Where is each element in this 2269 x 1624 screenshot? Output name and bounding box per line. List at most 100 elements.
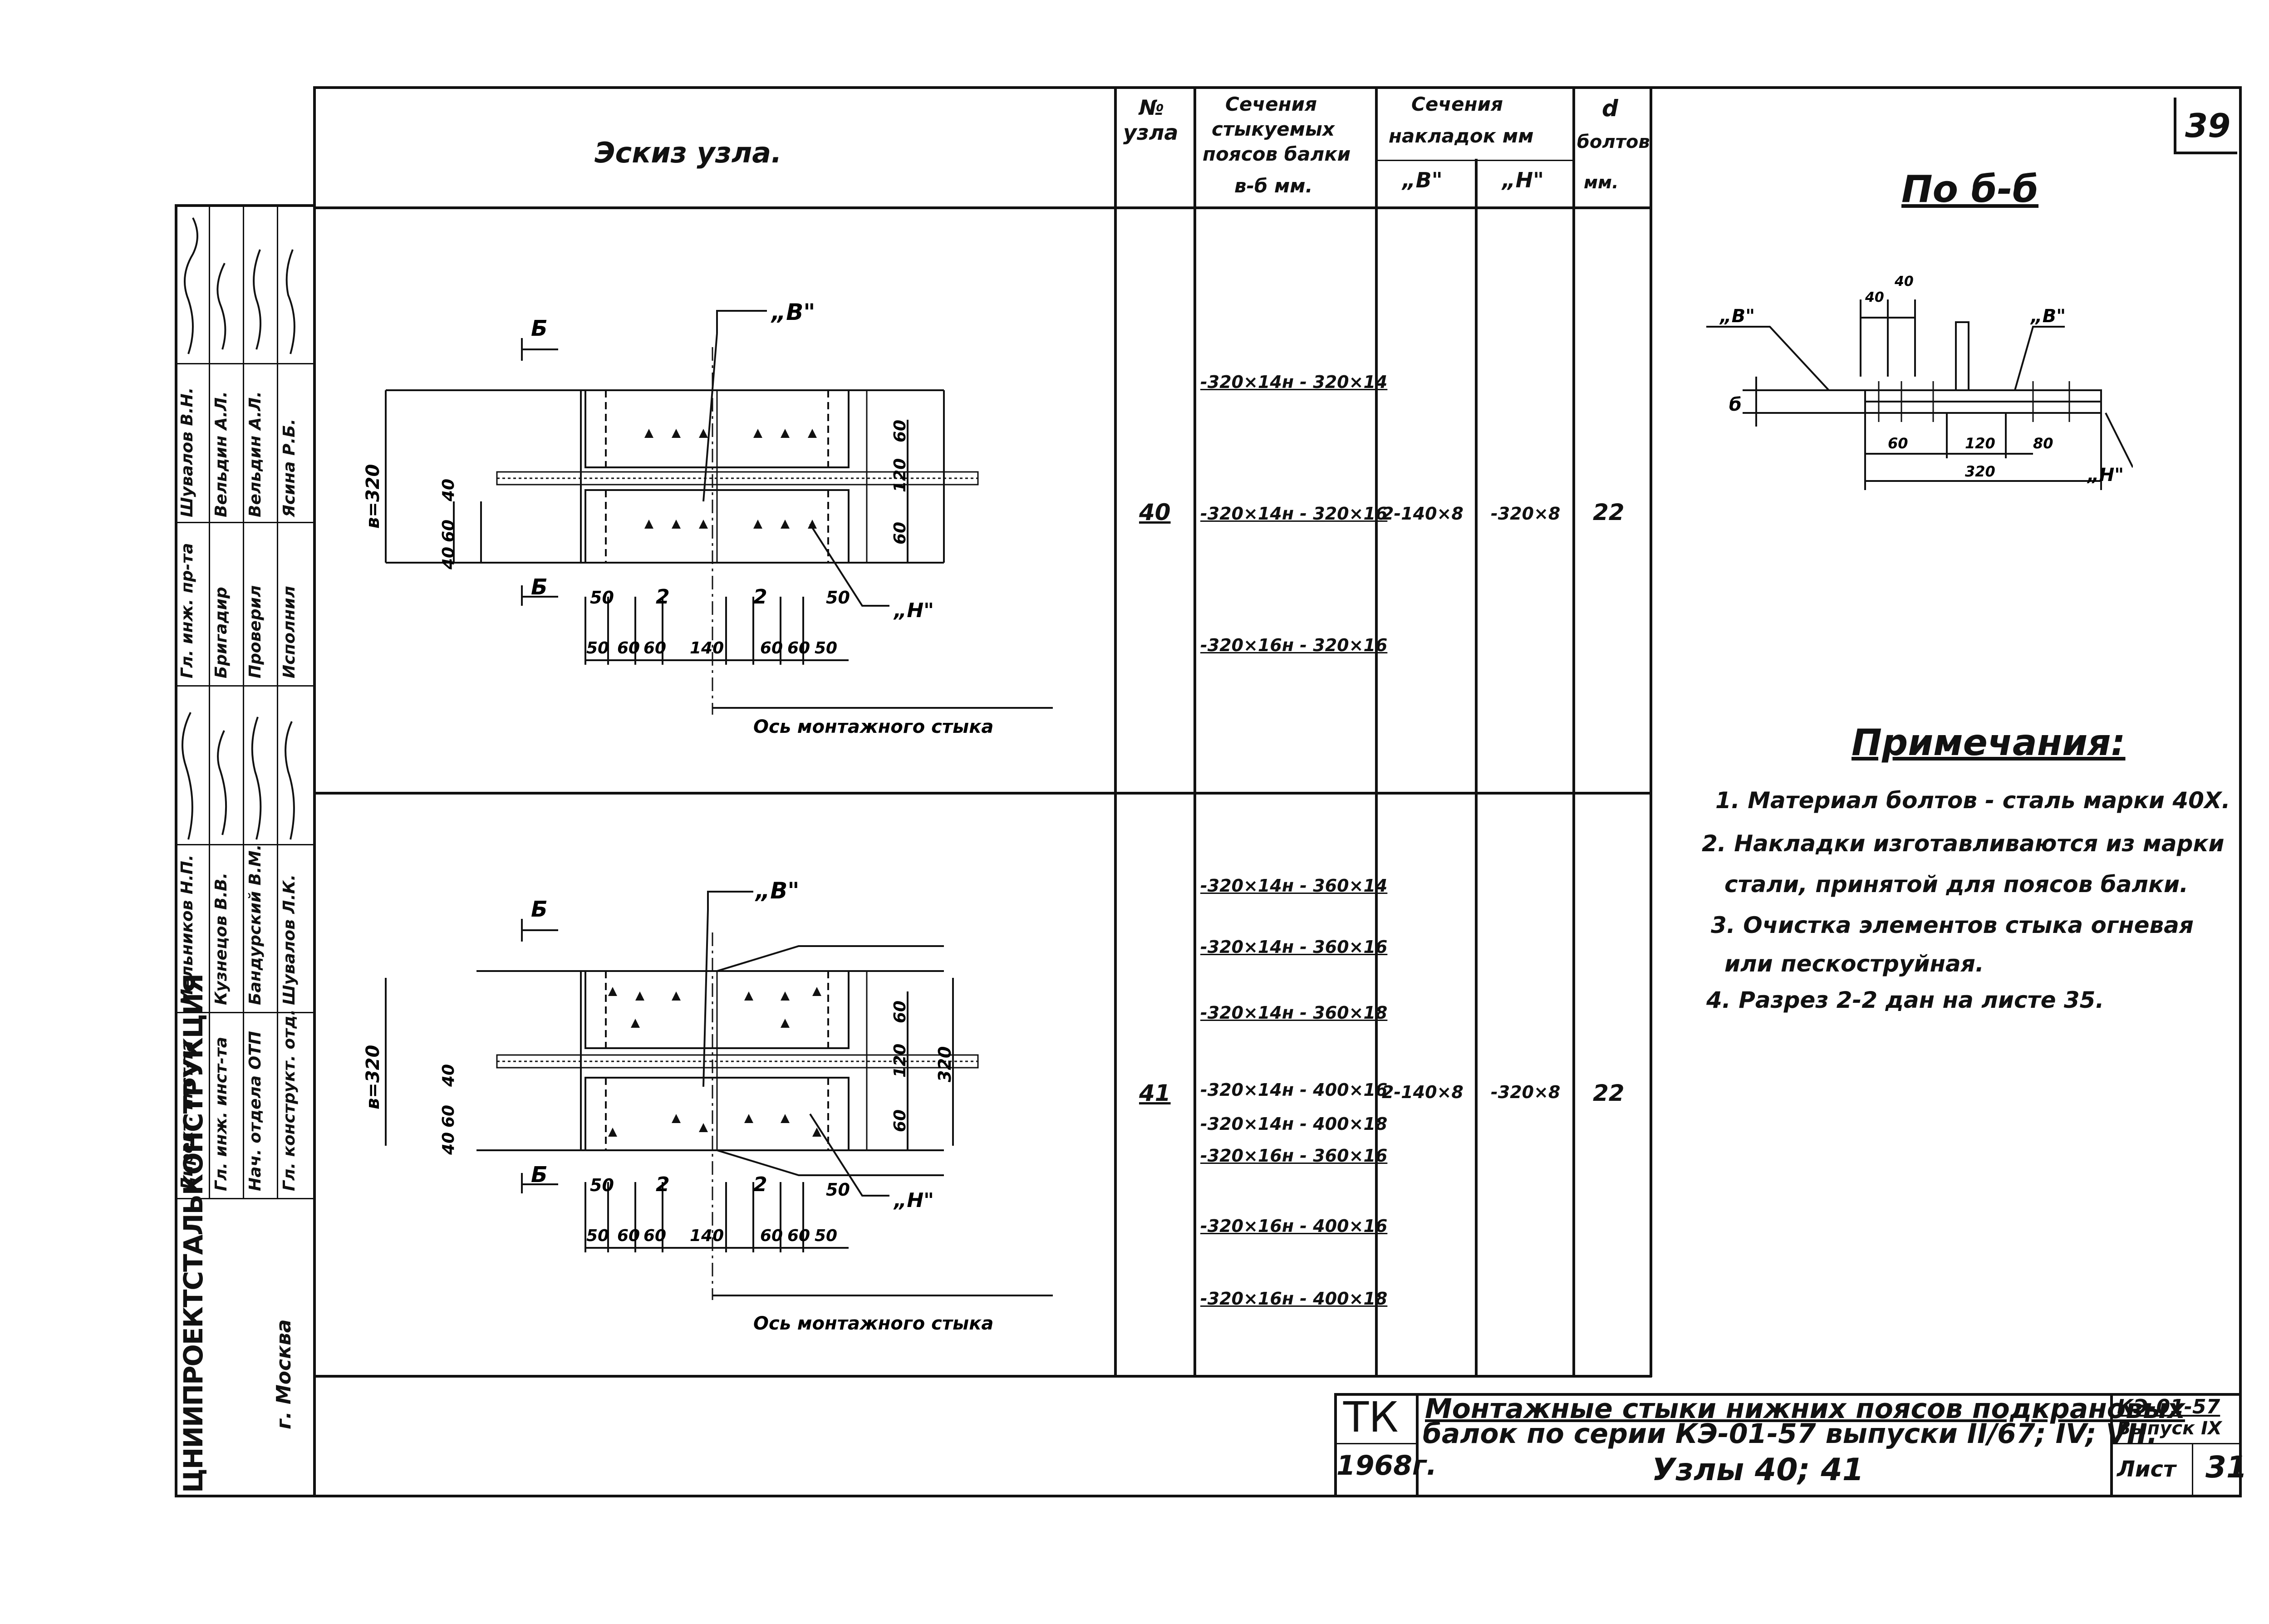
section-plate-h: „Н": [2087, 465, 2124, 486]
sketch2-plate-b: „В": [755, 878, 799, 904]
sketch2-bottom-1: 50: [586, 1227, 609, 1245]
city-name: г. Москва: [272, 1319, 295, 1429]
sketch1-mark-1: 50: [590, 588, 614, 608]
header-d-2: болтов: [1577, 132, 1650, 152]
sketch2-right-dim-1: 60: [891, 1001, 909, 1023]
row1-bolt-d: 22: [1593, 499, 1625, 525]
sketch2-bottom-7: 50: [815, 1227, 837, 1245]
note-3: 3. Очистка элементов стыка огневая: [1711, 912, 2194, 938]
sketch1-axis: Ось монтажного стыка: [753, 716, 993, 737]
sketch2-bottom-4: 140: [690, 1227, 724, 1245]
header-node-no-1: №: [1139, 95, 1164, 120]
row1-section-2: -320×14н - 320×16: [1200, 504, 1388, 524]
header-section-1: Сечения: [1225, 93, 1317, 115]
sig-row-4: [175, 844, 316, 845]
sig-row-6: [175, 1198, 316, 1199]
section-top-dim-2: 40: [1894, 274, 1914, 289]
handwritten-signatures: [182, 217, 295, 840]
sig-row-5: [175, 1012, 316, 1013]
row2-section-1: -320×14н - 360×14: [1200, 876, 1388, 896]
col-line-5: [1572, 86, 1575, 1377]
sketch1-bottom-6: 60: [787, 639, 810, 657]
title-block-right-line: [2110, 1443, 2242, 1444]
title-block-sep-2: [2110, 1393, 2113, 1497]
header-section-2: стыкуемых: [1212, 118, 1335, 140]
sig-col-2: [243, 204, 244, 1198]
row2-section-3: -320×14н - 360×18: [1200, 1003, 1388, 1023]
sketch2-mark-4: 50: [826, 1180, 850, 1200]
organization-name: ЦНИИПРОЕКТСТАЛЬКОНСТРУКЦИЯ: [178, 974, 209, 1493]
sketch2-left-dim-2: 60: [439, 1105, 458, 1128]
sketch2-width2: 320: [935, 1046, 955, 1082]
signature-strip: [175, 204, 316, 1497]
sketch1-bottom-2: 60: [617, 639, 640, 657]
sketch1-left-dim-2: 60: [439, 520, 458, 542]
section-bottom-dim-1: 60: [1888, 435, 1908, 452]
header-plates-b: „В": [1402, 168, 1443, 192]
section-bottom-dim-3: 80: [2033, 435, 2053, 452]
row2-section-7: -320×16н - 400×16: [1200, 1216, 1388, 1236]
sketch1-left-dim-1: 40: [439, 479, 458, 502]
sketch2-cut-top: Б: [531, 897, 548, 922]
col-line-6: [1650, 86, 1652, 1377]
sketch1-cut-top: Б: [531, 316, 548, 341]
note-1: 1. Материал болтов - сталь марки 40Х.: [1715, 787, 2230, 814]
note-3-cont: или пескоструйная.: [1724, 951, 1984, 977]
header-plates-2: накладок мм: [1389, 125, 1534, 147]
title-sheet-label: Лист: [2117, 1457, 2176, 1482]
title-block-sheet-sep: [2192, 1443, 2193, 1497]
title-tk: ТК: [1343, 1393, 1399, 1442]
note-4: 4. Разрез 2-2 дан на листе 35.: [1706, 987, 2104, 1013]
title-sheet: 31: [2205, 1450, 2247, 1485]
row-separator: [313, 792, 1652, 795]
col-line-2: [1193, 86, 1196, 1377]
sketch1-width: в=320: [363, 464, 383, 529]
col-line-1: [1114, 86, 1117, 1377]
row2-section-6: -320×16н - 360×16: [1200, 1146, 1388, 1166]
table-bottom-line: [313, 1375, 1652, 1378]
sig-col-1: [209, 204, 210, 1198]
sketch2-plate-h: „Н": [893, 1189, 934, 1212]
sketch2-bottom-2: 60: [617, 1227, 640, 1245]
col-line-3: [1375, 86, 1378, 1377]
header-section-4: в-б мм.: [1234, 175, 1313, 197]
table-header-line: [313, 206, 1652, 209]
row2-section-8: -320×16н - 400×18: [1200, 1289, 1388, 1309]
sketch1-mark-4: 50: [826, 588, 850, 608]
row2-node: 41: [1139, 1080, 1171, 1106]
section-total: 320: [1965, 463, 1995, 480]
plates-subheader-line: [1375, 160, 1572, 161]
title-block-sep-1: [1416, 1393, 1419, 1497]
sketch1-plate-b: „В": [771, 299, 815, 325]
sketch1-mark-3: 2: [753, 585, 767, 608]
header-d-1: d: [1602, 95, 1618, 122]
header-plates-h: „Н": [1502, 168, 1544, 192]
sketch2-right-dim-3: 60: [891, 1109, 909, 1132]
sketch-node-41: Б Б „В" „Н" в=320 40 60 40 60 120 60 320…: [363, 878, 1053, 1334]
title-issue: Выпуск IX: [2117, 1418, 2222, 1439]
row1-node: 40: [1139, 499, 1171, 525]
row1-section-1: -320×14н - 320×14: [1200, 372, 1388, 392]
header-plates-1: Сечения: [1411, 93, 1503, 115]
sketch2-left-dim-3: 40: [439, 1132, 458, 1155]
row2-bolt-d: 22: [1593, 1080, 1625, 1106]
sig-row-1: [175, 363, 316, 364]
section-thickness: б: [1729, 394, 1742, 415]
header-node-no-2: узла: [1123, 120, 1179, 145]
sketch2-left-dim-1: 40: [439, 1064, 458, 1087]
sketch1-plate-h: „Н": [893, 599, 934, 622]
sketch2-bottom-6: 60: [787, 1227, 810, 1245]
sheet-number-top: 39: [2185, 107, 2231, 145]
sketch1-bottom-3: 60: [643, 639, 666, 657]
row1-plate-b: 2-140×8: [1382, 504, 1464, 524]
sketch1-bottom-7: 50: [815, 639, 837, 657]
sig-row-3: [175, 685, 316, 687]
sketch2-bottom-3: 60: [643, 1227, 666, 1245]
sketch2-axis: Ось монтажного стыка: [753, 1313, 993, 1334]
section-title: По б-б: [1901, 168, 2039, 211]
sketch2-cut-bottom: Б: [531, 1162, 548, 1187]
title-line-2: балок по серии КЭ-01-57 выпуски II/67; I…: [1423, 1418, 2158, 1450]
sketch1-bottom-1: 50: [586, 639, 609, 657]
row2-section-4: -320×14н - 400×16: [1200, 1080, 1388, 1100]
col-line-4: [1475, 159, 1478, 1377]
